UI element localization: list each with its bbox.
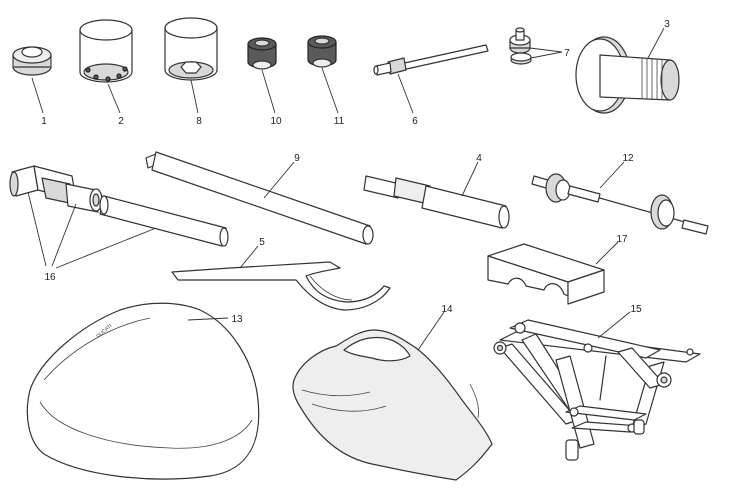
part-6-pin-tool: [373, 44, 489, 76]
label-10: 10: [270, 116, 282, 127]
part-number-labels: 1 2 8 10 11 6 7 3 9 4 12 17 5 13 14 15 1…: [41, 19, 670, 325]
part-15-stand-frame: [493, 319, 701, 461]
part-1-cap: [12, 46, 52, 76]
part-7-small-pins: [509, 27, 532, 65]
label-11: 11: [334, 116, 345, 127]
label-9: 9: [294, 153, 300, 164]
label-15: 15: [630, 304, 642, 315]
label-3: 3: [664, 19, 670, 30]
part-10-rubber-bushing: [247, 37, 277, 70]
label-16: 16: [44, 272, 56, 283]
leader-lines: [27, 27, 665, 351]
label-12: 12: [622, 153, 634, 164]
part-5-hook-spanner: [171, 261, 391, 311]
label-17: 17: [616, 234, 628, 245]
label-8: 8: [196, 116, 202, 127]
part-8-hex-socket: [164, 17, 218, 81]
label-14: 14: [441, 304, 453, 315]
label-1: 1: [41, 116, 47, 127]
part-14-tank-cover: [292, 329, 493, 481]
label-7: 7: [564, 48, 570, 59]
part-9-long-rod: [145, 151, 374, 245]
label-4: 4: [476, 153, 482, 164]
part-2-pin-socket: [79, 19, 133, 83]
part-17-support-block: [487, 243, 605, 305]
part-12-axle-puller: [531, 173, 709, 235]
part-4-stepped-shaft: [363, 175, 510, 229]
label-5: 5: [259, 237, 265, 248]
label-2: 2: [118, 116, 124, 127]
part-16-sleeve-set: [9, 165, 229, 247]
label-6: 6: [412, 116, 418, 127]
part-3-threaded-flange: [575, 36, 680, 114]
part-13-seat-cover: DUCATI: [26, 302, 260, 480]
part-11-rubber-bushing: [307, 35, 337, 68]
label-13: 13: [231, 314, 243, 325]
